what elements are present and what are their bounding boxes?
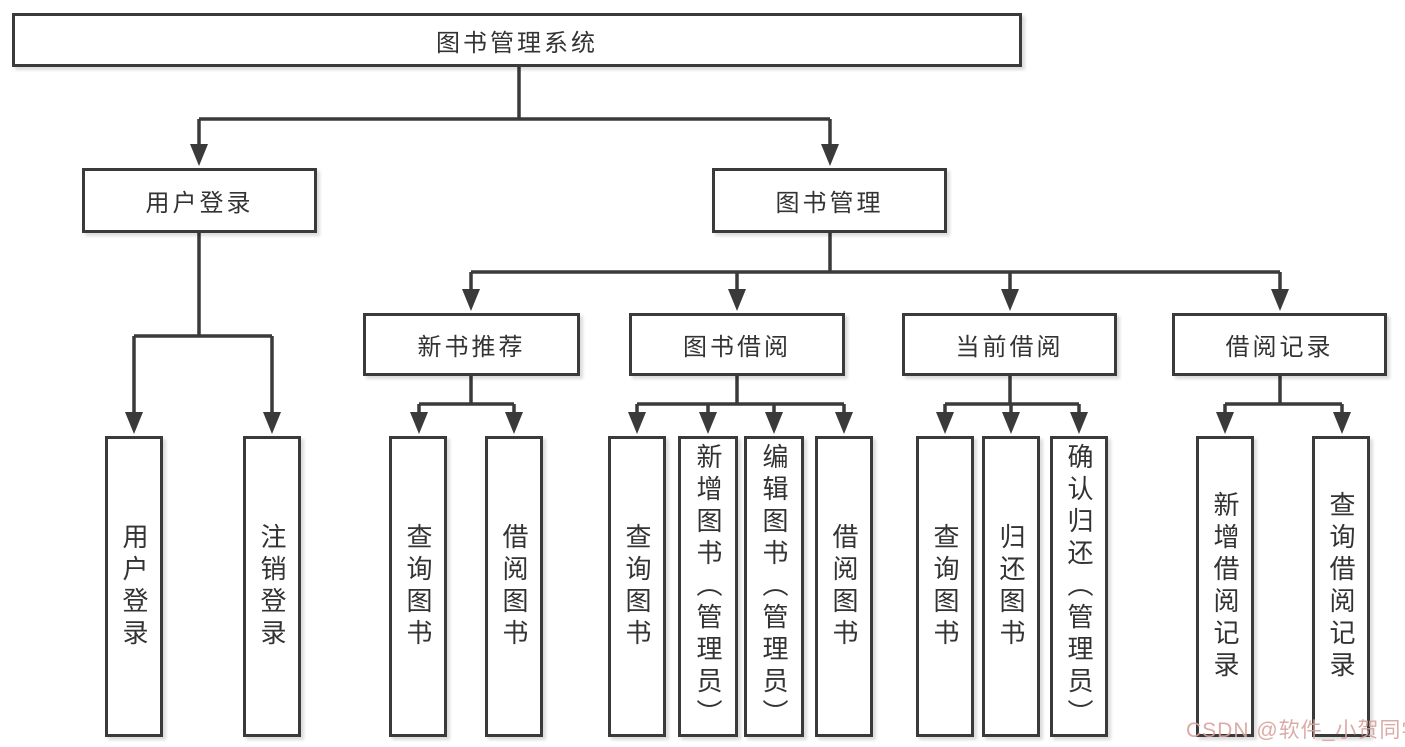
arrow-icon (835, 412, 853, 434)
leaf-add-borrow-record: 新增借阅记录 (1196, 436, 1254, 737)
node-label: 图书管理 (775, 190, 884, 217)
node-label: 查询图书 (622, 522, 652, 651)
arrow-icon (936, 412, 954, 434)
connector-borrow-records-to-leaves (1223, 376, 1344, 416)
arrow-icon (728, 289, 746, 311)
arrow-icon (410, 412, 428, 434)
leaf-borrow-books: 借阅图书 (815, 436, 873, 737)
arrow-icon (1271, 289, 1289, 311)
leaf-user-login: 用户登录 (105, 436, 163, 737)
node-label: 图书管理系统 (436, 29, 598, 57)
connector-book-management-to-level2 (469, 233, 1282, 293)
arrow-icon (462, 289, 480, 311)
node-new-book-recommendation: 新书推荐 (363, 313, 580, 376)
arrow-icon (505, 412, 523, 434)
node-label: 借阅图书 (499, 522, 529, 651)
arrow-icon (125, 412, 143, 434)
leaf-add-books-admin: 新增图书（管理员） (678, 436, 738, 737)
connector-book-borrowing-to-leaves (635, 376, 846, 416)
leaf-logout: 注销登录 (243, 436, 301, 737)
node-book-management: 图书管理 (712, 168, 947, 233)
leaf-query-books-current: 查询图书 (916, 436, 974, 737)
node-label: 查询图书 (930, 522, 960, 651)
node-label: 新增图书（管理员） (693, 442, 723, 731)
node-label: 新增借阅记录 (1210, 490, 1240, 683)
arrow-icon (1001, 289, 1019, 311)
arrow-icon (765, 412, 783, 434)
arrow-icon (1002, 412, 1020, 434)
node-user-login: 用户登录 (82, 168, 317, 233)
arrow-icon (190, 144, 208, 166)
arrowheads (125, 144, 1351, 434)
node-label: 查询图书 (403, 522, 433, 651)
node-label: 用户登录 (145, 190, 254, 217)
node-label: 编辑图书（管理员） (759, 442, 789, 731)
leaf-return-books: 归还图书 (982, 436, 1040, 737)
connector-new-book-recommend-to-leaves (417, 376, 516, 416)
arrow-icon (821, 144, 839, 166)
leaf-edit-books-admin: 编辑图书（管理员） (744, 436, 804, 737)
node-book-borrowing: 图书借阅 (629, 313, 845, 376)
leaf-query-books-borrowing: 查询图书 (608, 436, 666, 737)
leaf-query-books-recommend: 查询图书 (389, 436, 447, 737)
node-current-borrowing: 当前借阅 (902, 313, 1117, 376)
node-label: 确认归还（管理员） (1064, 442, 1094, 731)
arrow-icon (263, 412, 281, 434)
node-label: 当前借阅 (955, 334, 1064, 361)
arrow-icon (699, 412, 717, 434)
node-label: 注销登录 (257, 522, 287, 651)
leaf-confirm-return-admin: 确认归还（管理员） (1050, 436, 1108, 737)
node-label: 归还图书 (996, 522, 1026, 651)
arrow-icon (1333, 412, 1351, 434)
node-label: 查询借阅记录 (1326, 490, 1356, 683)
arrow-icon (1070, 412, 1088, 434)
leaf-borrow-books-recommend: 借阅图书 (485, 436, 543, 737)
connector-root-to-level1 (197, 67, 832, 148)
node-borrowing-records: 借阅记录 (1172, 313, 1387, 376)
leaf-query-borrow-record: 查询借阅记录 (1312, 436, 1370, 737)
connector-current-borrowing-to-leaves (943, 376, 1081, 416)
connector-user-login-to-leaves (132, 233, 274, 416)
csdn-watermark: CSDN @软件_小贺同学 (1186, 719, 1405, 742)
node-label: 图书借阅 (683, 334, 791, 361)
arrow-icon (628, 412, 646, 434)
arrow-icon (1216, 412, 1234, 434)
node-label: 用户登录 (119, 522, 149, 651)
node-label: 借阅记录 (1225, 334, 1334, 361)
node-label: 借阅图书 (829, 522, 859, 651)
node-library-management-system: 图书管理系统 (12, 13, 1022, 67)
node-label: 新书推荐 (417, 334, 526, 361)
